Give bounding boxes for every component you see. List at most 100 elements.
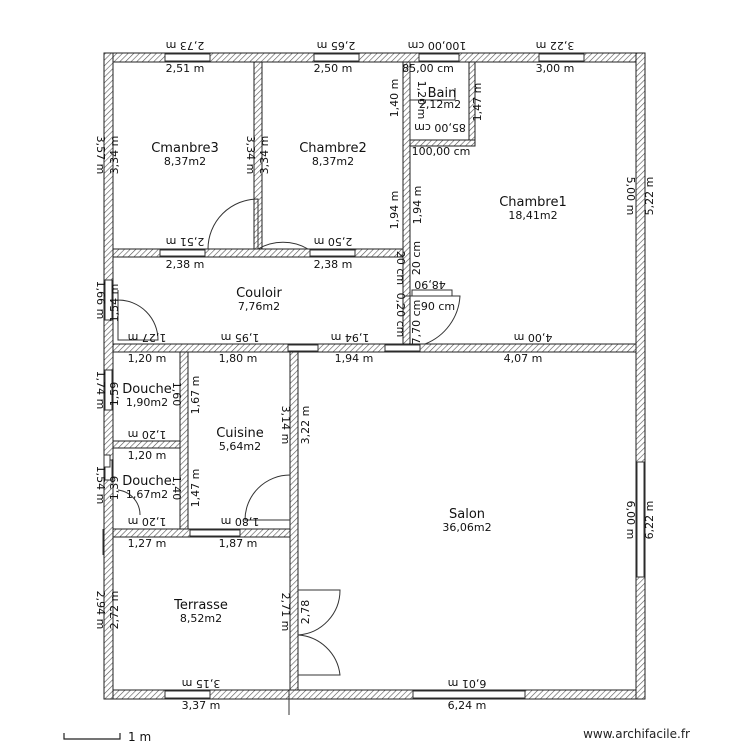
dimension-label: 1,80 m [221,515,260,528]
dimension-label: 2,71 m [279,593,292,632]
window [164,53,211,62]
dimension-label: 1,95 m [221,331,260,344]
dimension-label: 100,00 cm [408,39,467,52]
dimension-label: 3,57 m [94,136,107,175]
dimension-label: 85,00 cm [414,121,466,134]
dimension-label: 0,20 cm [394,293,407,338]
scale-label: 1 m [128,730,151,744]
room-area-chambre1: 18,41m2 [508,209,557,222]
scale-bar: 1 m [63,730,151,744]
dimension-label: 6,22 m [643,501,656,540]
room-name-salon: Salon [449,507,485,522]
dimension-label: 2,50 m [314,235,353,248]
dimension-label: 7,70 cm [410,300,423,345]
window [313,53,360,62]
dimension-label: 1,59 [108,382,121,407]
dimension-label: 1,74 m [94,371,107,410]
dimension-label: 1,67 m [189,376,202,415]
horizontal-dimensions: 2,73 m 2,65 m 100,00 cm 3,22 m 2,51 m 2,… [128,39,575,712]
room-area-douche-2: 1,67m2 [126,488,168,501]
dimension-label: 2,38 m [166,258,205,271]
dimension-label: 1,87 m [219,537,258,550]
room-name-douche-1: Douche [122,382,172,397]
dimension-label: 6,01 m [448,677,487,690]
window [538,53,585,62]
window [164,690,211,699]
dimension-label: 3,22 m [536,39,575,52]
room-name-cuisine: Cuisine [216,426,264,441]
dimension-label: 1,20 m [128,515,167,528]
dimension-label: 5,00 m [624,177,637,216]
dimension-label: 5,22 m [643,177,656,216]
dimension-label: 2,51 m [166,235,205,248]
dimension-label: 85,00 cm [402,62,454,75]
dimension-label: 20 cm [410,241,423,275]
window [159,249,206,257]
dimension-label: 48,90 [414,278,446,291]
room-name-bain: Bain [428,86,457,101]
door-swing [297,589,341,636]
dimension-label: 1,54 m [108,284,121,323]
dimension-label: 2,72 m [108,591,121,630]
room-area-cuisine: 5,64m2 [219,440,261,453]
dimension-label: 1,80 m [219,352,258,365]
dimension-label: 2,94 m [94,591,107,630]
room-area-couloir: 7,76m2 [238,300,280,313]
dimension-label: 3,15 m [182,677,221,690]
room-name-chambre1: Chambre1 [499,195,567,210]
dimension-label: 3,34 m [108,136,121,175]
dimension-label: 1,94 m [411,186,424,225]
dimension-label: 1,27 m [128,331,167,344]
door-swing [117,290,159,341]
dimension-label: 1,66 m [94,281,107,320]
dimension-label: 1,20 m [415,81,428,120]
dimension-label: 1,39 [108,476,121,501]
room-area-salon: 36,06m2 [442,521,491,534]
vertical-dimensions: 3,57 m 3,34 m 3,34 m 3,34 m 1,40 m 1,20 … [94,79,656,632]
window [412,690,526,699]
door-swing [244,474,291,521]
dimension-label: 1,20 m [128,428,167,441]
door-swing [257,241,309,250]
dimension-label: 3,00 m [536,62,575,75]
dimension-label: 3,34 m [244,136,257,175]
window [104,369,113,411]
room-labels: Cmanbre3 8,37m2 Chambre2 8,37m2 Bain 2,1… [122,86,567,625]
dimension-label: 1,47 m [471,83,484,122]
door-swing [297,634,341,676]
room-name-chambre2: Chambre2 [299,141,367,156]
window [418,53,460,62]
room-name-douche-2: Douche [122,474,172,489]
dimension-label: 1,20 m [128,352,167,365]
dimension-label: 1,40 [170,476,183,501]
room-area-bain: 2,12m2 [419,98,461,111]
room-area-douche-1: 1,90m2 [126,396,168,409]
dimension-label: 3,37 m [182,699,221,712]
dimension-label: 3,22 m [299,406,312,445]
dimension-label: 3,14 m [279,406,292,445]
room-area-cmanbre3: 8,37m2 [164,155,206,168]
dimension-label: 2,38 m [314,258,353,271]
dimension-label: 1,60 [170,382,183,407]
dimension-label: 1,94 m [331,331,370,344]
dimension-label: 1,54 m [94,466,107,505]
dimension-label: 6,00 m [624,501,637,540]
room-name-couloir: Couloir [236,286,282,301]
window [287,344,319,352]
room-area-chambre2: 8,37m2 [312,155,354,168]
dimension-label: 2,65 m [317,39,356,52]
dimension-label: 2,78 [299,600,312,625]
dimension-label: 2,51 m [166,62,205,75]
dimension-label: 1,94 m [335,352,374,365]
room-name-terrasse: Terrasse [173,598,228,613]
dimension-label: 20 cm [394,251,407,285]
dimension-label: 2,50 m [314,62,353,75]
dimension-label: 1,47 m [189,469,202,508]
dimension-label: 90 cm [421,300,455,313]
room-name-cmanbre3: Cmanbre3 [151,141,219,156]
window [104,279,113,321]
watermark-text: www.archifacile.fr [583,727,690,741]
door-swing [405,295,461,345]
dimension-label: 4,07 m [504,352,543,365]
